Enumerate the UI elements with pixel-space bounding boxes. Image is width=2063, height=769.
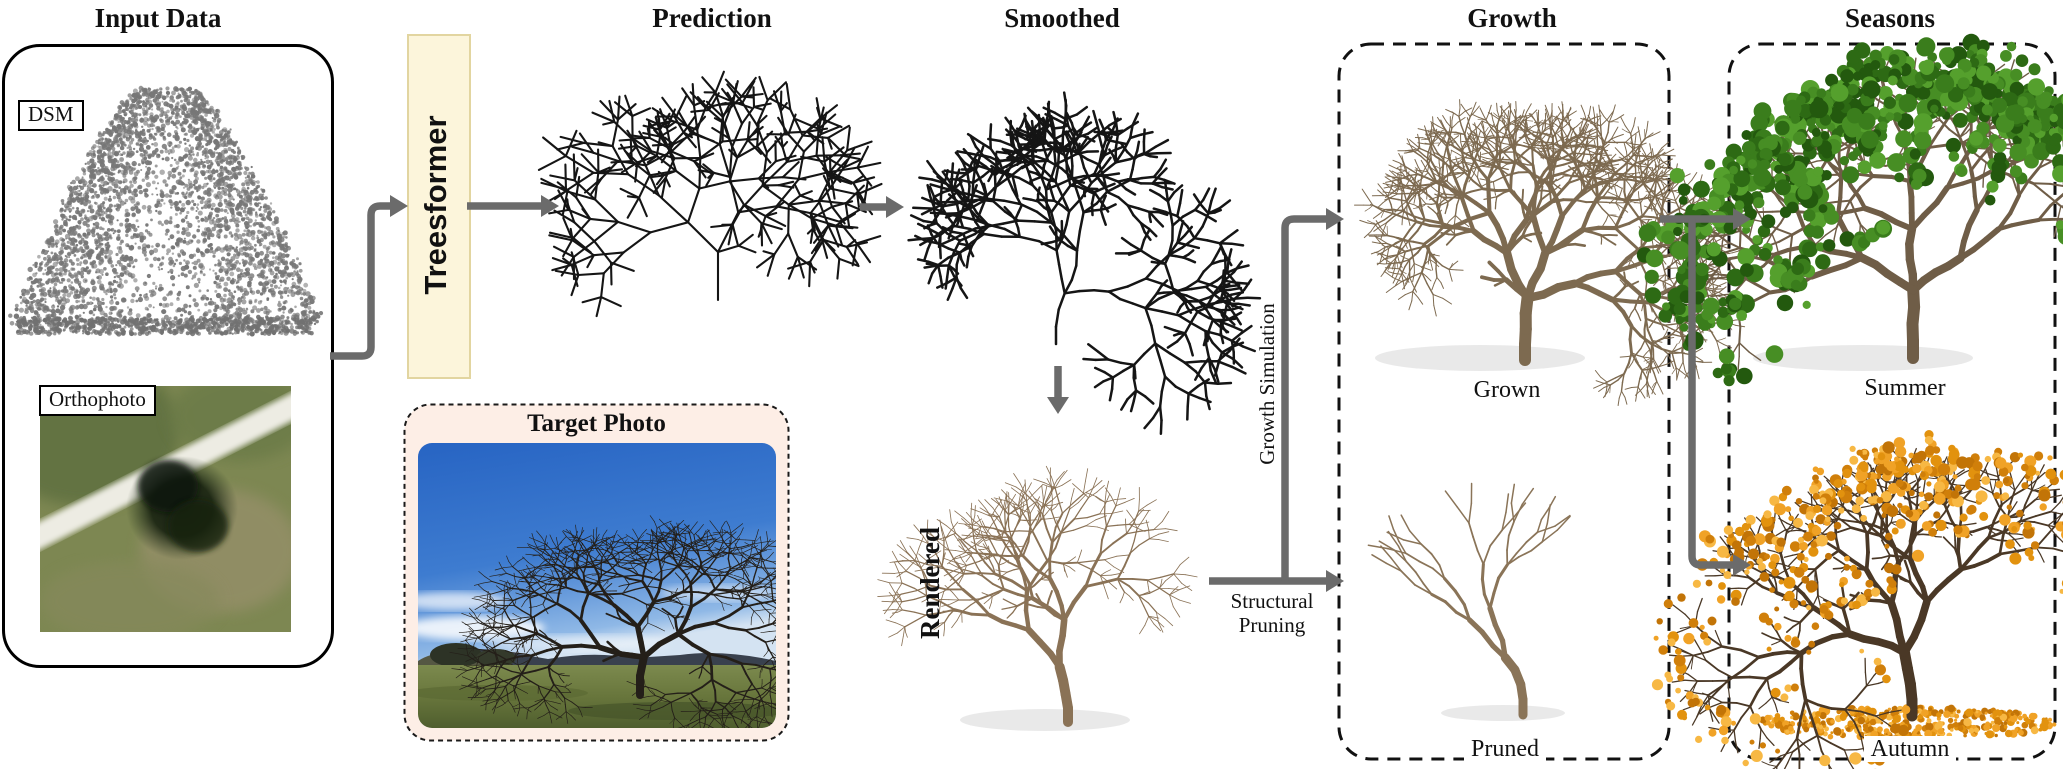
arrow-growth-simulation-up [1281, 215, 1326, 581]
dsm-label: DSM [18, 100, 84, 131]
smoothed-skeleton-image [907, 91, 1262, 435]
summer-tree-image [1636, 33, 2063, 387]
target-photo-scene [418, 443, 776, 728]
target-photo-box: Target Photo [403, 403, 790, 742]
pruned-caption: Pruned [1410, 736, 1600, 763]
section-title-seasons: Seasons [1844, 3, 1936, 33]
target-photo-title: Target Photo [527, 410, 666, 437]
summer-caption-text: Summer [1857, 375, 1953, 401]
arrow-input-to-treesformer [330, 202, 390, 360]
arrowhead-icon [1047, 397, 1069, 414]
section-title-input: Input Data [94, 3, 222, 33]
autumn-caption-text: Autumn [1863, 736, 1957, 762]
section-title-growth: Growth [1467, 3, 1557, 33]
arrowhead-icon [886, 196, 904, 218]
structural-pruning-label: Structural Pruning [1230, 589, 1314, 638]
autumn-tree-image [1651, 430, 2063, 769]
growth-simulation-label: Growth Simulation [1255, 303, 1279, 465]
grown-caption: Grown [1412, 377, 1602, 404]
grown-caption-text: Grown [1466, 377, 1548, 403]
pruned-tree-image [1367, 482, 1571, 721]
rendered-label: Rendered [915, 527, 945, 639]
prediction-skeleton-image [537, 70, 888, 318]
treesformer-label: Treesformer [418, 115, 453, 295]
grown-tree-image [1354, 99, 1746, 406]
arrowhead-icon [390, 195, 408, 217]
summer-caption: Summer [1810, 375, 2000, 402]
target-photo-image [418, 443, 776, 728]
section-title-smoothed: Smoothed [1004, 3, 1120, 33]
pruned-caption-text: Pruned [1464, 736, 1546, 762]
orthophoto-image [40, 386, 291, 632]
dsm-point-cloud-image [8, 85, 324, 337]
autumn-caption: Autumn [1815, 736, 2005, 763]
section-title-prediction: Prediction [652, 3, 772, 33]
orthophoto-label: Orthophoto [39, 385, 156, 416]
rendered-tree-image [877, 465, 1198, 731]
